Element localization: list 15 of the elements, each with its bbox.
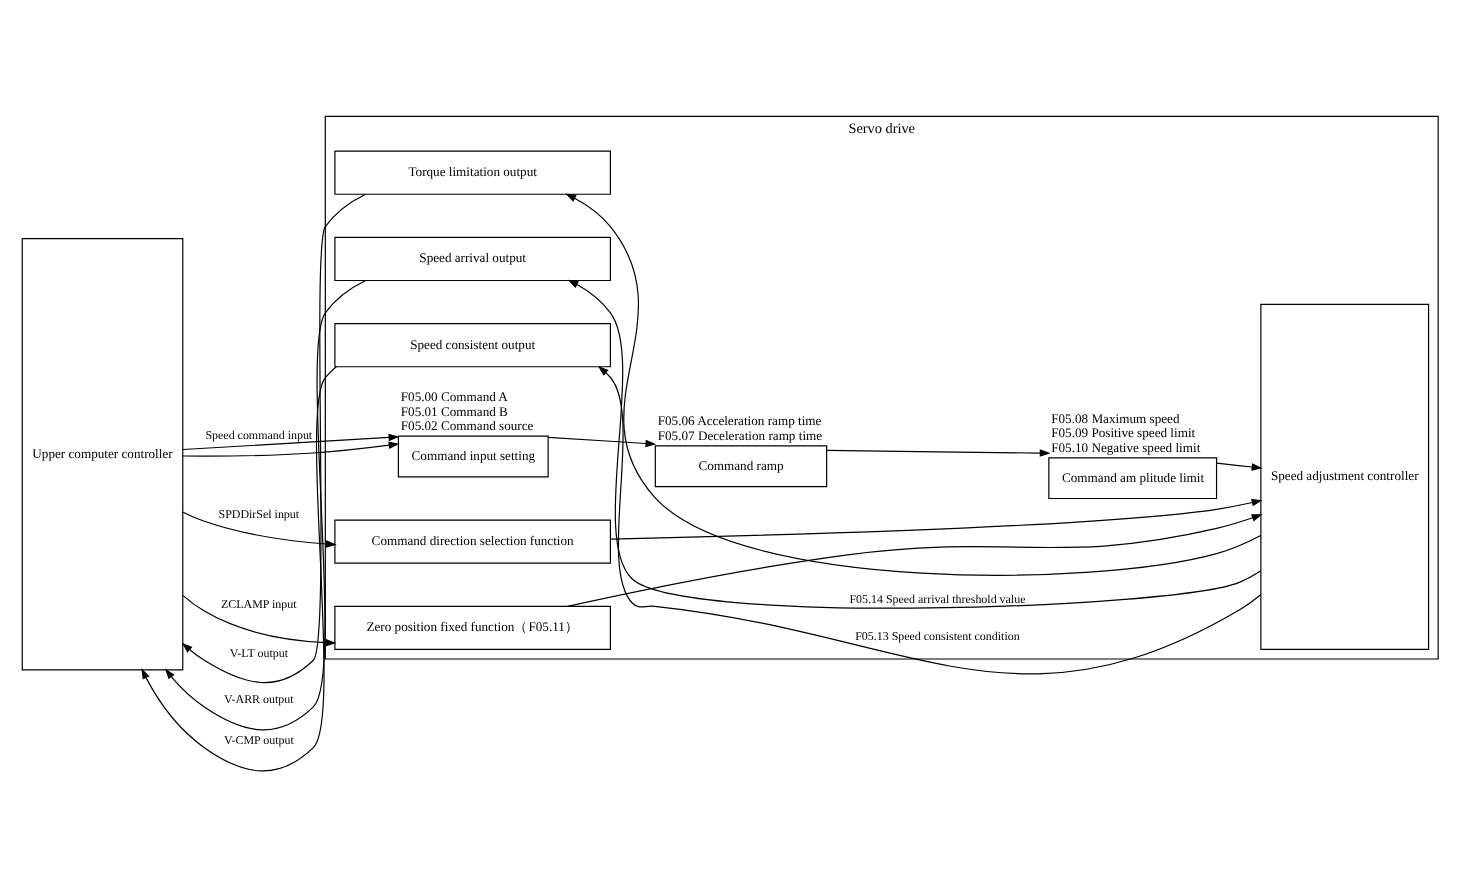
arrow <box>609 498 1263 540</box>
arrow <box>547 436 657 448</box>
arrow <box>567 279 1262 609</box>
arrow <box>181 193 367 684</box>
arrow <box>597 365 1262 675</box>
arrow <box>182 441 400 457</box>
arrow <box>182 595 337 647</box>
arrow <box>825 449 1051 457</box>
arrow <box>1216 462 1263 471</box>
arrow <box>182 433 400 451</box>
arrow <box>164 279 367 731</box>
arrow <box>566 514 1263 607</box>
arrow <box>141 366 337 772</box>
arrow <box>565 193 1262 576</box>
arrow <box>182 511 337 548</box>
